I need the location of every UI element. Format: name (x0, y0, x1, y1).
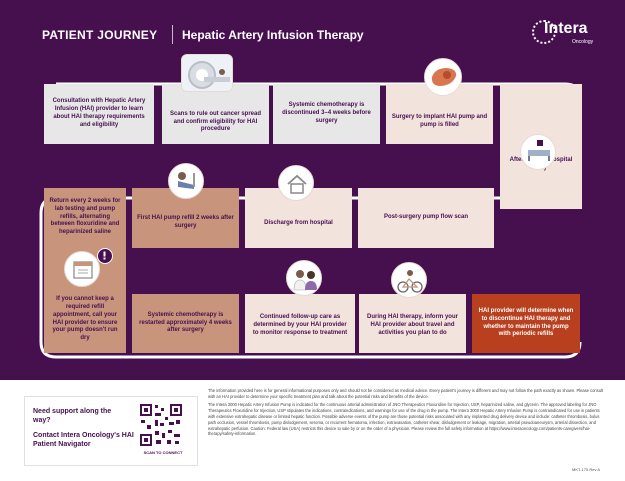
step-first-refill-text: First HAI pump refill 2 weeks after surg… (137, 214, 234, 229)
step-discontinue: HAI provider will determine when to disc… (472, 294, 580, 353)
step-chemo-restarted-text: Systemic chemotherapy is restarted appro… (139, 311, 232, 334)
step-consultation: Consultation with Hepatic Artery Infusio… (44, 84, 154, 144)
footer: Need support along the way? Contact Inte… (0, 380, 625, 481)
step-implant-surgery-text: Surgery to implant HAI pump and pump is … (391, 113, 488, 128)
step-cannot-keep-text: If you cannot keep a required refill app… (52, 296, 118, 342)
step-cannot-keep: If you cannot keep a required refill app… (44, 286, 126, 353)
step-travel-text: During HAI therapy, inform your HAI prov… (367, 314, 458, 336)
support-question: Need support along the way? (33, 408, 112, 425)
step-discontinue-text: HAI provider will determine when to disc… (478, 307, 574, 338)
calendar-icon (64, 251, 100, 287)
step-followup-text: Continued follow-up care as determined b… (252, 314, 348, 336)
house-icon (278, 165, 314, 201)
disclaimer: The information provided here is for gen… (208, 388, 606, 439)
bicycle-icon (391, 262, 427, 298)
liver-icon (424, 58, 462, 96)
header-right-title: Hepatic Artery Infusion Therapy (182, 28, 364, 42)
step-flow-scan: Post-surgery pump flow scan (358, 188, 494, 248)
journey-board: Consultation with Hepatic Artery Infusio… (0, 54, 625, 380)
qr-code-icon[interactable] (139, 403, 183, 447)
step-travel: During HAI therapy, inform your HAI prov… (359, 294, 466, 353)
header-divider (172, 25, 173, 44)
step-return-refills-text: Return every 2 weeks for lab testing and… (49, 198, 121, 236)
step-consultation-text: Consultation with Hepatic Artery Infusio… (52, 98, 146, 128)
scan-to-connect-label: SCAN TO CONNECT (143, 450, 183, 455)
header: PATIENT JOURNEY Hepatic Artery Infusion … (0, 0, 625, 62)
intera-logo: Intera Oncology (532, 20, 594, 48)
step-scans-text: Scans to rule out cancer spread and conf… (169, 110, 262, 133)
step-chemo-discontinued-text: Systemic chemotherapy is discontinued 3–… (282, 102, 371, 124)
alert-icon (97, 248, 113, 264)
step-flow-scan-text: Post-surgery pump flow scan (383, 214, 468, 221)
step-chemo-restarted: Systemic chemotherapy is restarted appro… (132, 294, 239, 353)
doctor-patient-icon (286, 260, 322, 296)
logo-circle-icon (532, 20, 556, 44)
patient-recline-icon (168, 163, 204, 199)
header-left-title: PATIENT JOURNEY (42, 28, 158, 42)
logo-word: Intera (544, 20, 588, 37)
document-code: MKT-175 Rev A (572, 467, 601, 472)
step-discharge-text: Discharge from hospital (264, 219, 333, 226)
hospital-bed-icon (520, 134, 556, 170)
scan-machine-icon (181, 54, 233, 92)
disclaimer-safety: The Intera 3000 Hepatic Artery Infusion … (208, 401, 600, 437)
step-scans: Scans to rule out cancer spread and conf… (162, 84, 269, 144)
logo-sub: Oncology (572, 39, 594, 45)
step-chemo-discontinued: Systemic chemotherapy is discontinued 3–… (273, 84, 380, 144)
disclaimer-general: The information provided here is for gen… (208, 388, 604, 399)
support-contact: Contact Intera Oncology's HAI Patient Na… (33, 432, 134, 449)
support-card: Need support along the way? Contact Inte… (24, 396, 198, 466)
step-followup: Continued follow-up care as determined b… (245, 294, 355, 353)
